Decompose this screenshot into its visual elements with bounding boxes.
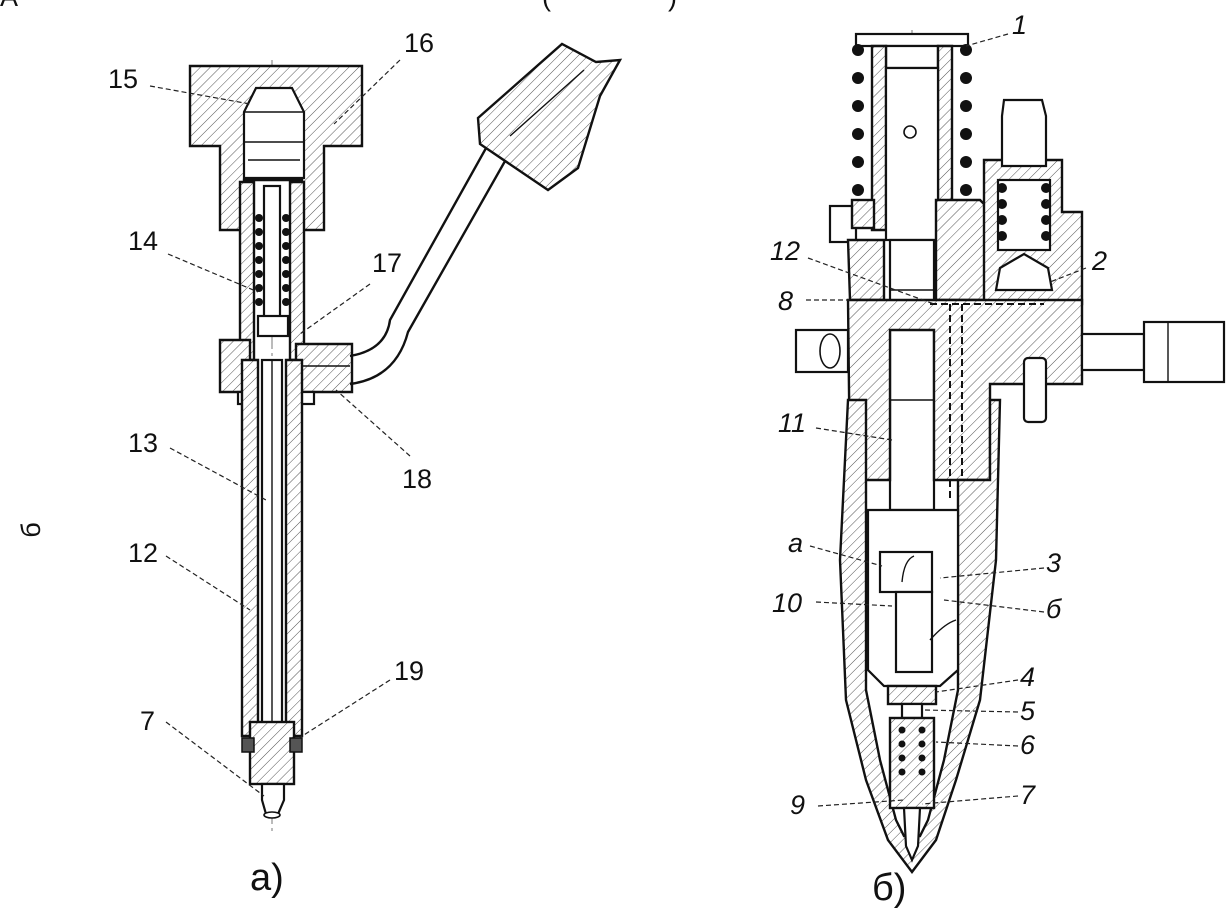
valve-5 xyxy=(900,702,924,720)
label-a-14: 14 xyxy=(128,226,158,256)
heading-fragment-left: А xyxy=(0,0,18,12)
heading-fragment-mid: ( xyxy=(542,0,551,12)
nozzle-tip-a xyxy=(260,782,286,816)
label-a-12: 12 xyxy=(128,538,158,568)
caption-a: а) xyxy=(250,857,284,899)
label-a-7: 7 xyxy=(140,706,155,736)
tappet-cap xyxy=(854,32,970,48)
label-b-2: 2 xyxy=(1091,246,1107,276)
label-b-3: 3 xyxy=(1046,548,1061,578)
label-b-4: 4 xyxy=(1020,662,1035,692)
label-b-7: 7 xyxy=(1020,780,1036,810)
inlet-fitting xyxy=(294,342,354,394)
plunger-middle xyxy=(888,238,936,512)
label-b-1: 1 xyxy=(1012,10,1027,40)
stop-block xyxy=(850,198,876,230)
valve-cap xyxy=(1000,98,1048,168)
nut xyxy=(242,86,306,180)
side-marker: б xyxy=(16,522,46,537)
heading-fragment-right: ) xyxy=(668,0,677,12)
injector-a: 15 16 14 17 18 13 12 19 7 а) xyxy=(108,28,623,899)
tappet-head xyxy=(884,44,940,70)
spring-housing-left xyxy=(238,180,256,362)
label-a-15: 15 xyxy=(108,64,138,94)
label-b-5: 5 xyxy=(1020,696,1036,726)
plunger-bottom xyxy=(894,590,934,674)
label-b-b: б xyxy=(1046,594,1062,624)
label-a-17: 17 xyxy=(372,248,402,278)
pipe-union xyxy=(476,42,623,192)
spacer-4 xyxy=(886,684,938,706)
plunger-upper xyxy=(884,66,940,242)
nozzle-body-6 xyxy=(888,716,936,810)
nozzle-sleeve xyxy=(838,398,1002,874)
spring-rod xyxy=(262,184,282,336)
body-left-wall xyxy=(240,358,260,738)
label-b-9: 9 xyxy=(790,790,805,820)
body-right-wall xyxy=(284,358,304,738)
outlet-pipe xyxy=(1080,332,1146,372)
clipped-heading: А ( ) xyxy=(0,0,677,12)
outlet-fitting xyxy=(1142,320,1226,384)
label-a-18: 18 xyxy=(402,464,432,494)
spring-seat xyxy=(256,314,290,338)
injector-b: 1 12 2 8 11 а 3 10 б 4 5 6 9 7 б) xyxy=(770,10,1226,909)
fuel-pipe-inner xyxy=(349,109,536,386)
label-b-11: 11 xyxy=(778,408,806,438)
label-b-12: 12 xyxy=(770,236,800,266)
fuel-pipe-outer xyxy=(349,97,516,358)
label-b-a: а xyxy=(788,528,803,558)
spring-a xyxy=(255,214,290,306)
plunger-lower xyxy=(878,550,934,594)
label-a-19: 19 xyxy=(394,656,424,686)
nozzle-nut xyxy=(248,720,296,786)
needle-9 xyxy=(902,806,922,863)
valve-spring-chamber xyxy=(996,178,1052,252)
main-body-left-upper xyxy=(846,238,886,302)
check-valve xyxy=(994,252,1054,292)
caption-b: б) xyxy=(872,867,906,909)
label-b-10: 10 xyxy=(772,588,802,618)
label-a-13: 13 xyxy=(128,428,158,458)
label-b-6: 6 xyxy=(1020,730,1036,760)
spring-b-nozzle xyxy=(898,726,926,776)
label-b-8: 8 xyxy=(778,286,793,316)
spring-b-valve xyxy=(997,183,1051,241)
spring-b-top xyxy=(852,44,972,196)
label-a-16: 16 xyxy=(404,28,434,58)
dowel-pin xyxy=(1022,356,1048,424)
